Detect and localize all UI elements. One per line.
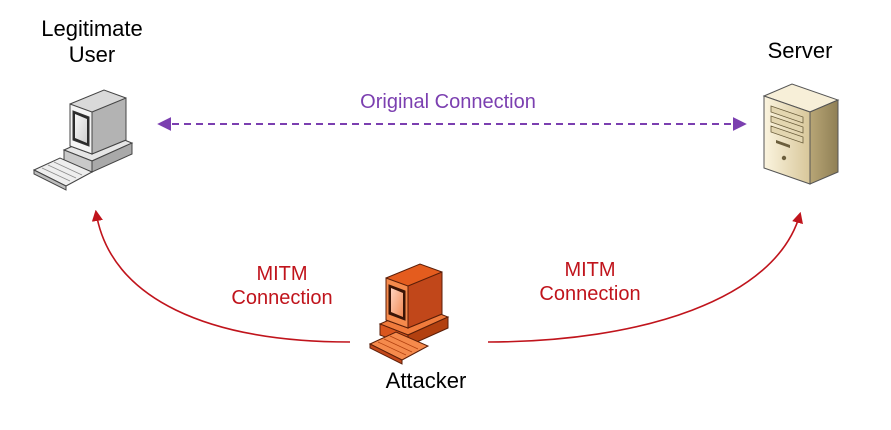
mitm-connection-left-label: MITM Connection	[218, 262, 346, 310]
legitimate-user-label-line2: User	[68, 42, 116, 68]
attacker-computer-icon	[368, 263, 450, 365]
server-label: Server	[767, 38, 833, 63]
mitm-right-line2: Connection	[539, 283, 641, 305]
mitm-connection-right-curve	[487, 211, 803, 343]
server-tower-icon	[762, 83, 840, 185]
mitm-connection-right-label: MITM Connection	[526, 258, 654, 306]
attacker-label: Attacker	[385, 368, 467, 393]
legitimate-user-label: Legitimate User	[26, 16, 158, 69]
original-connection-label: Original Connection	[360, 91, 536, 113]
mitm-left-line1: MITM	[256, 263, 308, 285]
mitm-right-line1: MITM	[564, 259, 616, 281]
mitm-connection-left-curve	[91, 209, 351, 343]
legitimate-user-label-line1: Legitimate	[41, 16, 143, 41]
mitm-left-line2: Connection	[231, 287, 333, 309]
legitimate-user-computer-icon	[32, 89, 134, 191]
